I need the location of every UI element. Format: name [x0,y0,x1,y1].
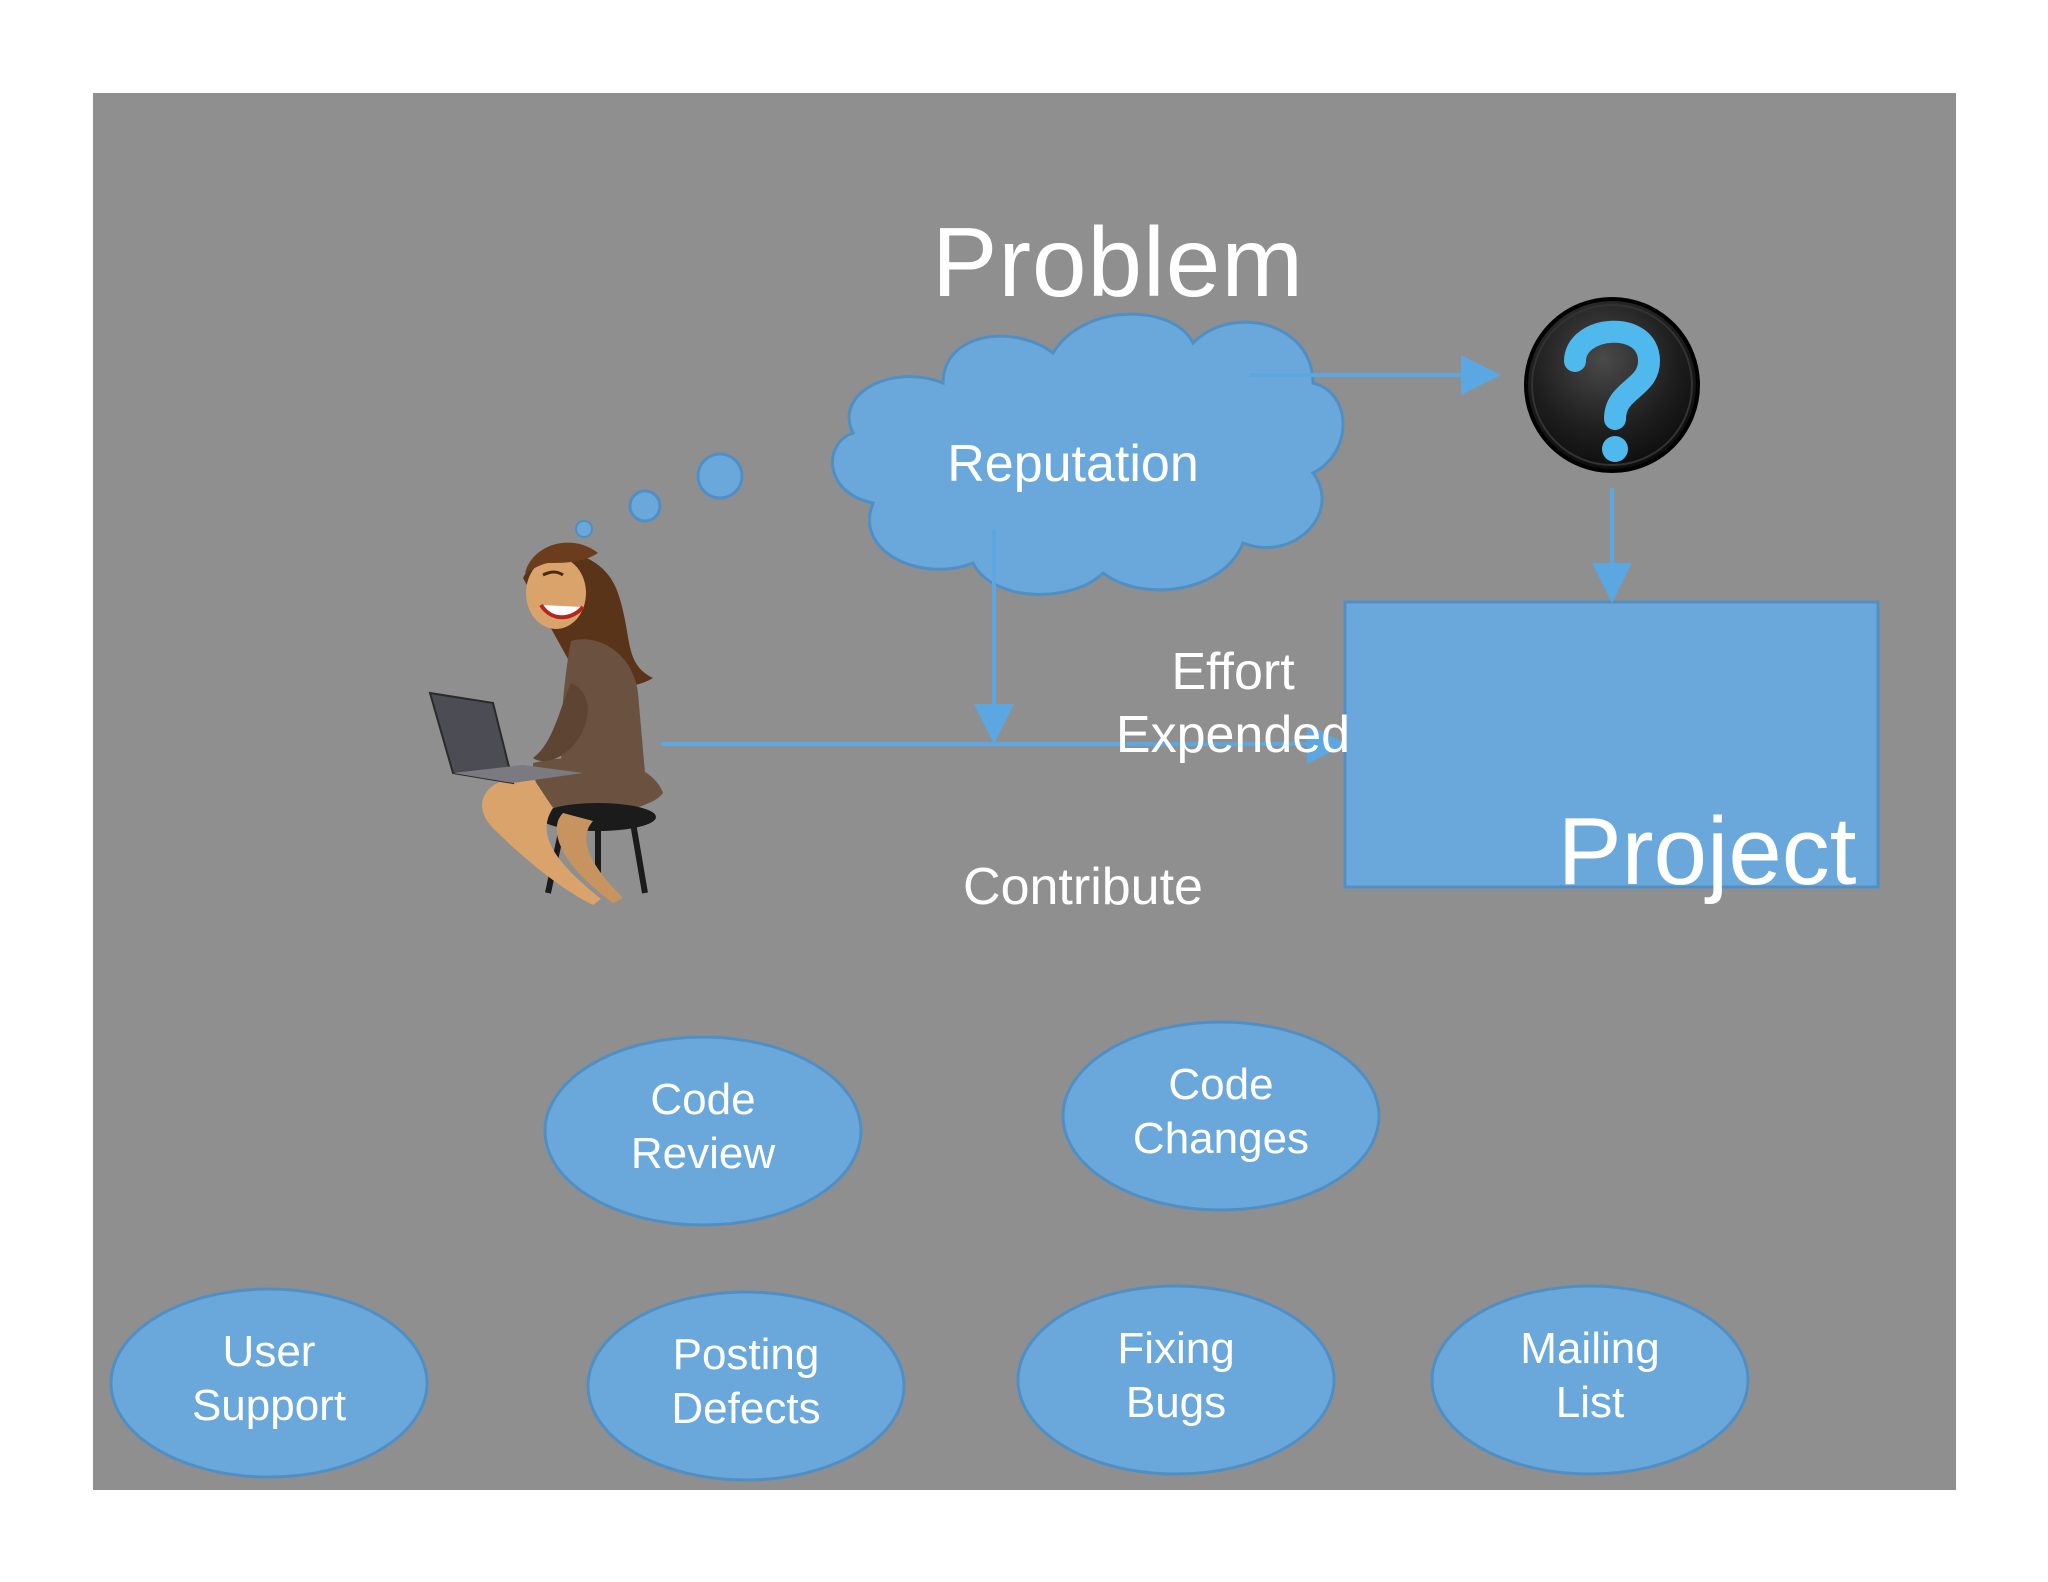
thought-bubble-large [696,452,744,500]
oval-posting-defects [586,1290,906,1482]
activity-code-review: Code Review [553,1073,853,1180]
activity-mailing-list: Mailing List [1440,1322,1740,1429]
reputation-cloud [575,312,1345,596]
activity-user-support: User Support [119,1325,419,1432]
oval-code-changes [1061,1020,1381,1212]
activity-line-1: Fixing [1117,1324,1235,1373]
activity-line-2: Support [191,1380,347,1430]
effort-line-2: Expended [1115,706,1351,765]
oval-code-review [543,1035,863,1227]
activity-posting-defects: Posting Defects [596,1328,896,1435]
oval-fixing-bugs [1016,1284,1336,1476]
project-label: Project [1557,798,1857,905]
activity-line-2: Review [630,1128,776,1178]
woman-with-laptop-icon [428,542,663,905]
activity-line-1: Code [1168,1060,1274,1109]
thought-bubble-small [575,520,593,538]
activity-code-changes: Code Changes [1071,1058,1371,1165]
activity-line-1: User [222,1327,316,1376]
oval-user-support [109,1287,429,1479]
question-mark-icon [1524,297,1700,473]
slide: Problem Reputation Effort Expended Contr… [93,93,2030,1561]
effort-line-1: Effort [1171,643,1295,701]
activity-line-2: Changes [1132,1113,1310,1163]
activity-line-1: Code [650,1075,756,1124]
reputation-label: Reputation [947,435,1199,493]
activity-line-2: Defects [671,1383,821,1433]
activity-line-1: Posting [672,1330,820,1379]
effort-expended-label: Effort Expended [1073,641,1393,768]
activity-ovals [109,1020,1750,1482]
page-title: Problem [932,207,1304,317]
contribute-label: Contribute [963,858,1203,916]
activity-line-2: List [1555,1377,1625,1427]
activity-fixing-bugs: Fixing Bugs [1026,1322,1326,1429]
oval-mailing-list [1430,1284,1750,1476]
page-number: 3 [2016,1534,2030,1561]
activity-line-2: Bugs [1125,1377,1227,1427]
thought-bubble-medium [628,489,662,523]
diagram-canvas [428,297,1880,905]
activity-line-1: Mailing [1520,1324,1660,1373]
